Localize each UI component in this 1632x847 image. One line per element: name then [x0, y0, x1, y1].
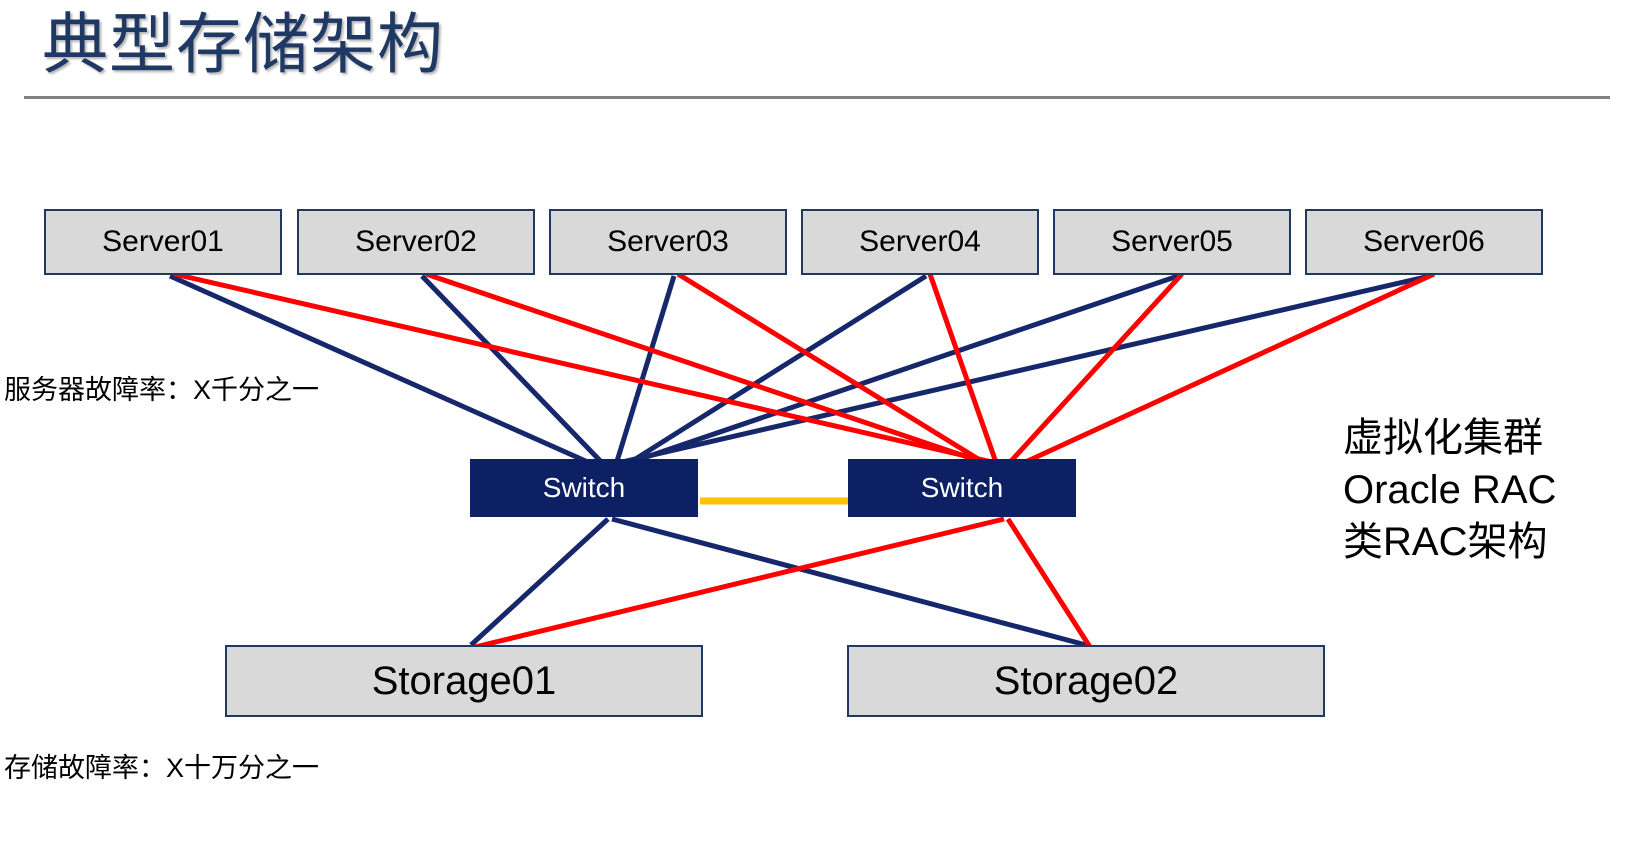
node-label: Switch [920, 472, 1004, 503]
page-title: 典型存储架构 [42, 7, 444, 81]
link-server04-switch2 [927, 273, 1002, 472]
link-server05-switch2 [1000, 272, 1184, 473]
node-server01[interactable]: Server01 [44, 209, 282, 275]
note-cluster-line-1: 虚拟化集群 [1343, 416, 1543, 460]
link-server01-switch2 [173, 271, 993, 465]
links-switch1-to-storage [469, 516, 1087, 648]
node-label: Server03 [607, 225, 729, 258]
node-server02[interactable]: Server02 [297, 209, 535, 275]
link-server03-switch2 [676, 271, 998, 473]
link-switch2-storage01 [474, 516, 1005, 650]
note-cluster-types: 虚拟化集群 Oracle RAC 类RAC架构 [1343, 412, 1556, 568]
node-label: Server06 [1363, 225, 1485, 258]
node-storage01[interactable]: Storage01 [225, 645, 703, 717]
node-label: Storage02 [993, 658, 1179, 703]
node-label: Server02 [355, 225, 477, 258]
link-server02-switch1 [420, 274, 612, 473]
node-switch-02[interactable]: Switch [848, 459, 1076, 517]
link-switch1-storage02 [611, 516, 1087, 648]
note-cluster-line-2: Oracle RAC [1343, 468, 1557, 512]
node-label: Server01 [102, 225, 224, 258]
node-switch-01[interactable]: Switch [470, 459, 698, 517]
node-server05[interactable]: Server05 [1053, 209, 1291, 275]
note-cluster-line-3: 类RAC架构 [1343, 520, 1548, 564]
links-servers-to-switch2 [173, 271, 1436, 474]
link-server01-switch1 [168, 273, 610, 474]
title-divider [24, 96, 1610, 99]
links-servers-to-switch1 [168, 273, 1431, 474]
link-switch1-storage01 [469, 517, 610, 647]
node-label: Server05 [1111, 225, 1233, 258]
node-label: Server04 [859, 225, 981, 258]
note-storage-failure-rate: 存储故障率：X十万分之一 [4, 753, 320, 783]
node-server03[interactable]: Server03 [549, 209, 787, 275]
node-server06[interactable]: Server06 [1305, 209, 1543, 275]
link-server05-switch1 [619, 273, 1179, 469]
link-server04-switch1 [616, 273, 928, 473]
link-server06-switch2 [1004, 271, 1436, 474]
note-server-failure-rate: 服务器故障率：X千分之一 [4, 375, 320, 405]
link-switch2-storage02 [1005, 517, 1093, 649]
link-server06-switch1 [621, 273, 1431, 465]
links-switch2-to-storage [474, 516, 1093, 650]
node-storage02[interactable]: Storage02 [847, 645, 1325, 717]
link-server02-switch2 [425, 271, 995, 469]
node-label: Switch [542, 472, 626, 503]
link-server03-switch1 [611, 275, 677, 472]
node-label: Storage01 [371, 658, 557, 703]
node-server04[interactable]: Server04 [801, 209, 1039, 275]
